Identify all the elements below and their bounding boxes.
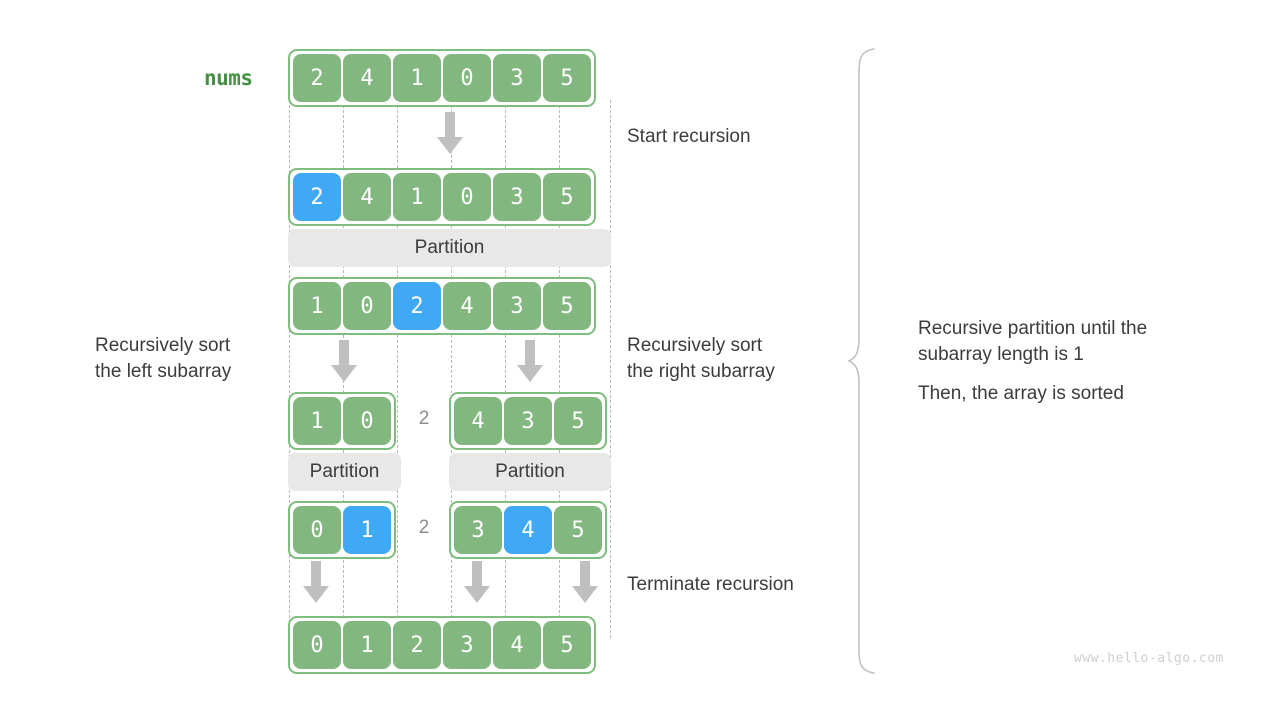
nums-label: nums	[204, 66, 253, 90]
array-cell: 1	[293, 397, 341, 445]
right-subarray-level2: 4 3 5	[449, 392, 607, 450]
array-cell: 0	[343, 282, 391, 330]
sorted-array: 0 1 2 3 4 5	[288, 616, 596, 674]
down-arrow-icon	[572, 561, 598, 603]
array-cell-pivot: 1	[343, 506, 391, 554]
array-cell: 5	[543, 621, 591, 669]
annotation-brace-summary-line3: Then, the array is sorted	[918, 383, 1124, 404]
partition-bar-right: Partition	[449, 453, 611, 491]
fixed-pivot-value-level3: 2	[418, 517, 430, 538]
guide-line-col5	[559, 100, 560, 638]
array-cell: 3	[493, 282, 541, 330]
pivot-selected-array: 2 4 1 0 3 5	[288, 168, 596, 226]
down-arrow-icon	[464, 561, 490, 603]
array-cell-pivot: 4	[504, 506, 552, 554]
array-cell-pivot: 2	[293, 173, 341, 221]
array-cell: 3	[493, 173, 541, 221]
array-cell: 5	[554, 506, 602, 554]
array-cell: 2	[393, 621, 441, 669]
array-cell: 0	[443, 54, 491, 102]
array-cell: 1	[343, 621, 391, 669]
annotation-brace-summary-line1: Recursive partition until the	[918, 318, 1148, 339]
annotation-brace-summary-line2: subarray length is 1	[918, 344, 1084, 365]
array-cell: 3	[443, 621, 491, 669]
annotation-terminate-recursion: Terminate recursion	[627, 574, 794, 595]
partition-bar-left: Partition	[288, 453, 401, 491]
annotation-right-subarray: Recursively sort the right subarray	[627, 335, 775, 382]
array-cell: 4	[343, 173, 391, 221]
array-cell: 5	[543, 173, 591, 221]
annotation-left-subarray: Recursively sort the left subarray	[95, 335, 232, 382]
down-arrow-icon	[331, 340, 357, 382]
array-cell: 4	[343, 54, 391, 102]
fixed-pivot-value-level2: 2	[418, 408, 430, 429]
array-cell: 2	[293, 54, 341, 102]
array-cell: 1	[393, 173, 441, 221]
array-cell: 3	[454, 506, 502, 554]
array-cell: 4	[493, 621, 541, 669]
array-cell: 1	[393, 54, 441, 102]
guide-line-col2	[397, 100, 398, 638]
guide-line-col3	[451, 100, 452, 638]
down-arrow-icon	[437, 112, 463, 154]
array-cell: 5	[554, 397, 602, 445]
guide-line-col6	[610, 100, 611, 638]
array-cell: 5	[543, 54, 591, 102]
left-subarray-level3: 0 1	[288, 501, 396, 559]
left-subarray-level2: 1 0	[288, 392, 396, 450]
down-arrow-icon	[303, 561, 329, 603]
array-cell: 0	[443, 173, 491, 221]
array-cell: 3	[493, 54, 541, 102]
array-cell: 3	[504, 397, 552, 445]
after-partition-array: 1 0 2 4 3 5	[288, 277, 596, 335]
guide-line-col0	[289, 100, 290, 638]
initial-array: 2 4 1 0 3 5	[288, 49, 596, 107]
partition-bar-root: Partition	[288, 229, 611, 267]
array-cell: 0	[343, 397, 391, 445]
annotation-start-recursion: Start recursion	[627, 126, 751, 147]
right-subarray-level3: 3 4 5	[449, 501, 607, 559]
array-cell: 0	[293, 506, 341, 554]
down-arrow-icon	[517, 340, 543, 382]
array-cell-pivot: 2	[393, 282, 441, 330]
array-cell: 4	[443, 282, 491, 330]
watermark: www.hello-algo.com	[1074, 651, 1224, 666]
array-cell: 1	[293, 282, 341, 330]
summary-brace	[846, 48, 884, 679]
array-cell: 5	[543, 282, 591, 330]
guide-line-col4	[505, 100, 506, 638]
array-cell: 4	[454, 397, 502, 445]
array-cell: 0	[293, 621, 341, 669]
